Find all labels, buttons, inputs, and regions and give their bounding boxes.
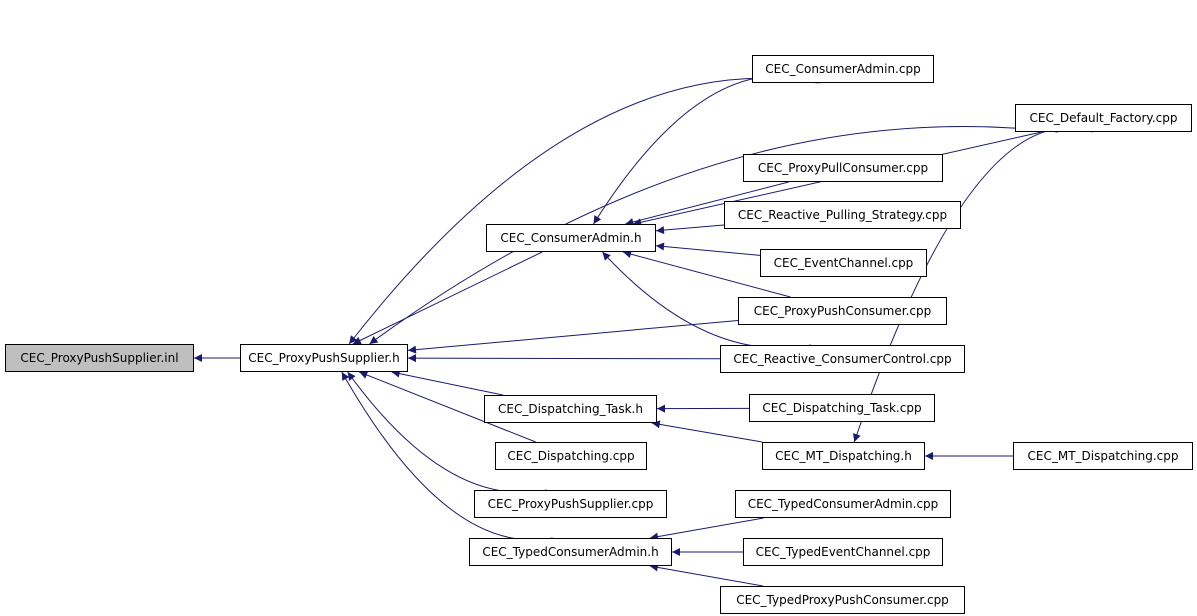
edge-tppc_cpp-to-tca_h — [649, 563, 764, 587]
node-default-factory-cpp[interactable]: CEC_Default_Factory.cpp — [1015, 104, 1192, 132]
node-consumeradmin-h[interactable]: CEC_ConsumerAdmin.h — [486, 224, 656, 252]
node-reactive-pulling-strategy-cpp[interactable]: CEC_Reactive_Pulling_Strategy.cpp — [724, 201, 961, 229]
edge-mtd_h-to-dt_h — [651, 420, 763, 443]
node-proxypushsupplier-cpp[interactable]: CEC_ProxyPushSupplier.cpp — [474, 490, 667, 518]
node-dispatching-task-h[interactable]: CEC_Dispatching_Task.h — [484, 395, 657, 423]
node-typedconsumeradmin-h[interactable]: CEC_TypedConsumerAdmin.h — [469, 538, 672, 566]
node-consumeradmin-cpp[interactable]: CEC_ConsumerAdmin.cpp — [752, 55, 934, 83]
edge-ec_cpp-to-ca_h — [655, 242, 761, 256]
node-proxypushsupplier-h[interactable]: CEC_ProxyPushSupplier.h — [240, 344, 408, 372]
edge-ppc_cpp-to-ca_h — [625, 181, 789, 226]
edge-rcc_cpp-to-pps_h — [407, 354, 721, 363]
edge-pps_cpp-to-pps_h — [347, 371, 547, 494]
node-typedproxypushconsumer-cpp[interactable]: CEC_TypedProxyPushConsumer.cpp — [720, 586, 965, 614]
edge-ca_h-to-pps_h — [352, 251, 543, 345]
node-mt-dispatching-cpp[interactable]: CEC_MT_Dispatching.cpp — [1013, 442, 1193, 470]
node-dispatching-task-cpp[interactable]: CEC_Dispatching_Task.cpp — [749, 394, 935, 422]
node-mt-dispatching-h[interactable]: CEC_MT_Dispatching.h — [762, 442, 925, 470]
edge-df_cpp-to-pps_h — [369, 126, 1059, 345]
node-proxypushsupplier-inl: CEC_ProxyPushSupplier.inl — [5, 344, 194, 372]
node-typedeventchannel-cpp[interactable]: CEC_TypedEventChannel.cpp — [743, 538, 943, 566]
edge-pushc_cpp-to-pps_h — [407, 319, 739, 354]
edge-dt_h-to-pps_h — [391, 369, 503, 396]
node-proxypullconsumer-cpp[interactable]: CEC_ProxyPullConsumer.cpp — [743, 154, 943, 182]
edge-tcac_cpp-to-tca_h — [649, 517, 764, 541]
edge-pushc_cpp-to-ca_h — [622, 250, 791, 298]
node-eventchannel-cpp[interactable]: CEC_EventChannel.cpp — [760, 249, 927, 277]
edge-disp_cpp-to-pps_h — [359, 371, 536, 443]
edge-rps_cpp-to-ca_h — [655, 224, 725, 235]
node-reactive-consumercontrol-cpp[interactable]: CEC_Reactive_ConsumerControl.cpp — [720, 345, 965, 373]
node-proxypushconsumer-cpp[interactable]: CEC_ProxyPushConsumer.cpp — [738, 297, 947, 325]
node-typedconsumeradmin-cpp[interactable]: CEC_TypedConsumerAdmin.cpp — [735, 490, 951, 518]
node-dispatching-cpp[interactable]: CEC_Dispatching.cpp — [495, 442, 647, 470]
